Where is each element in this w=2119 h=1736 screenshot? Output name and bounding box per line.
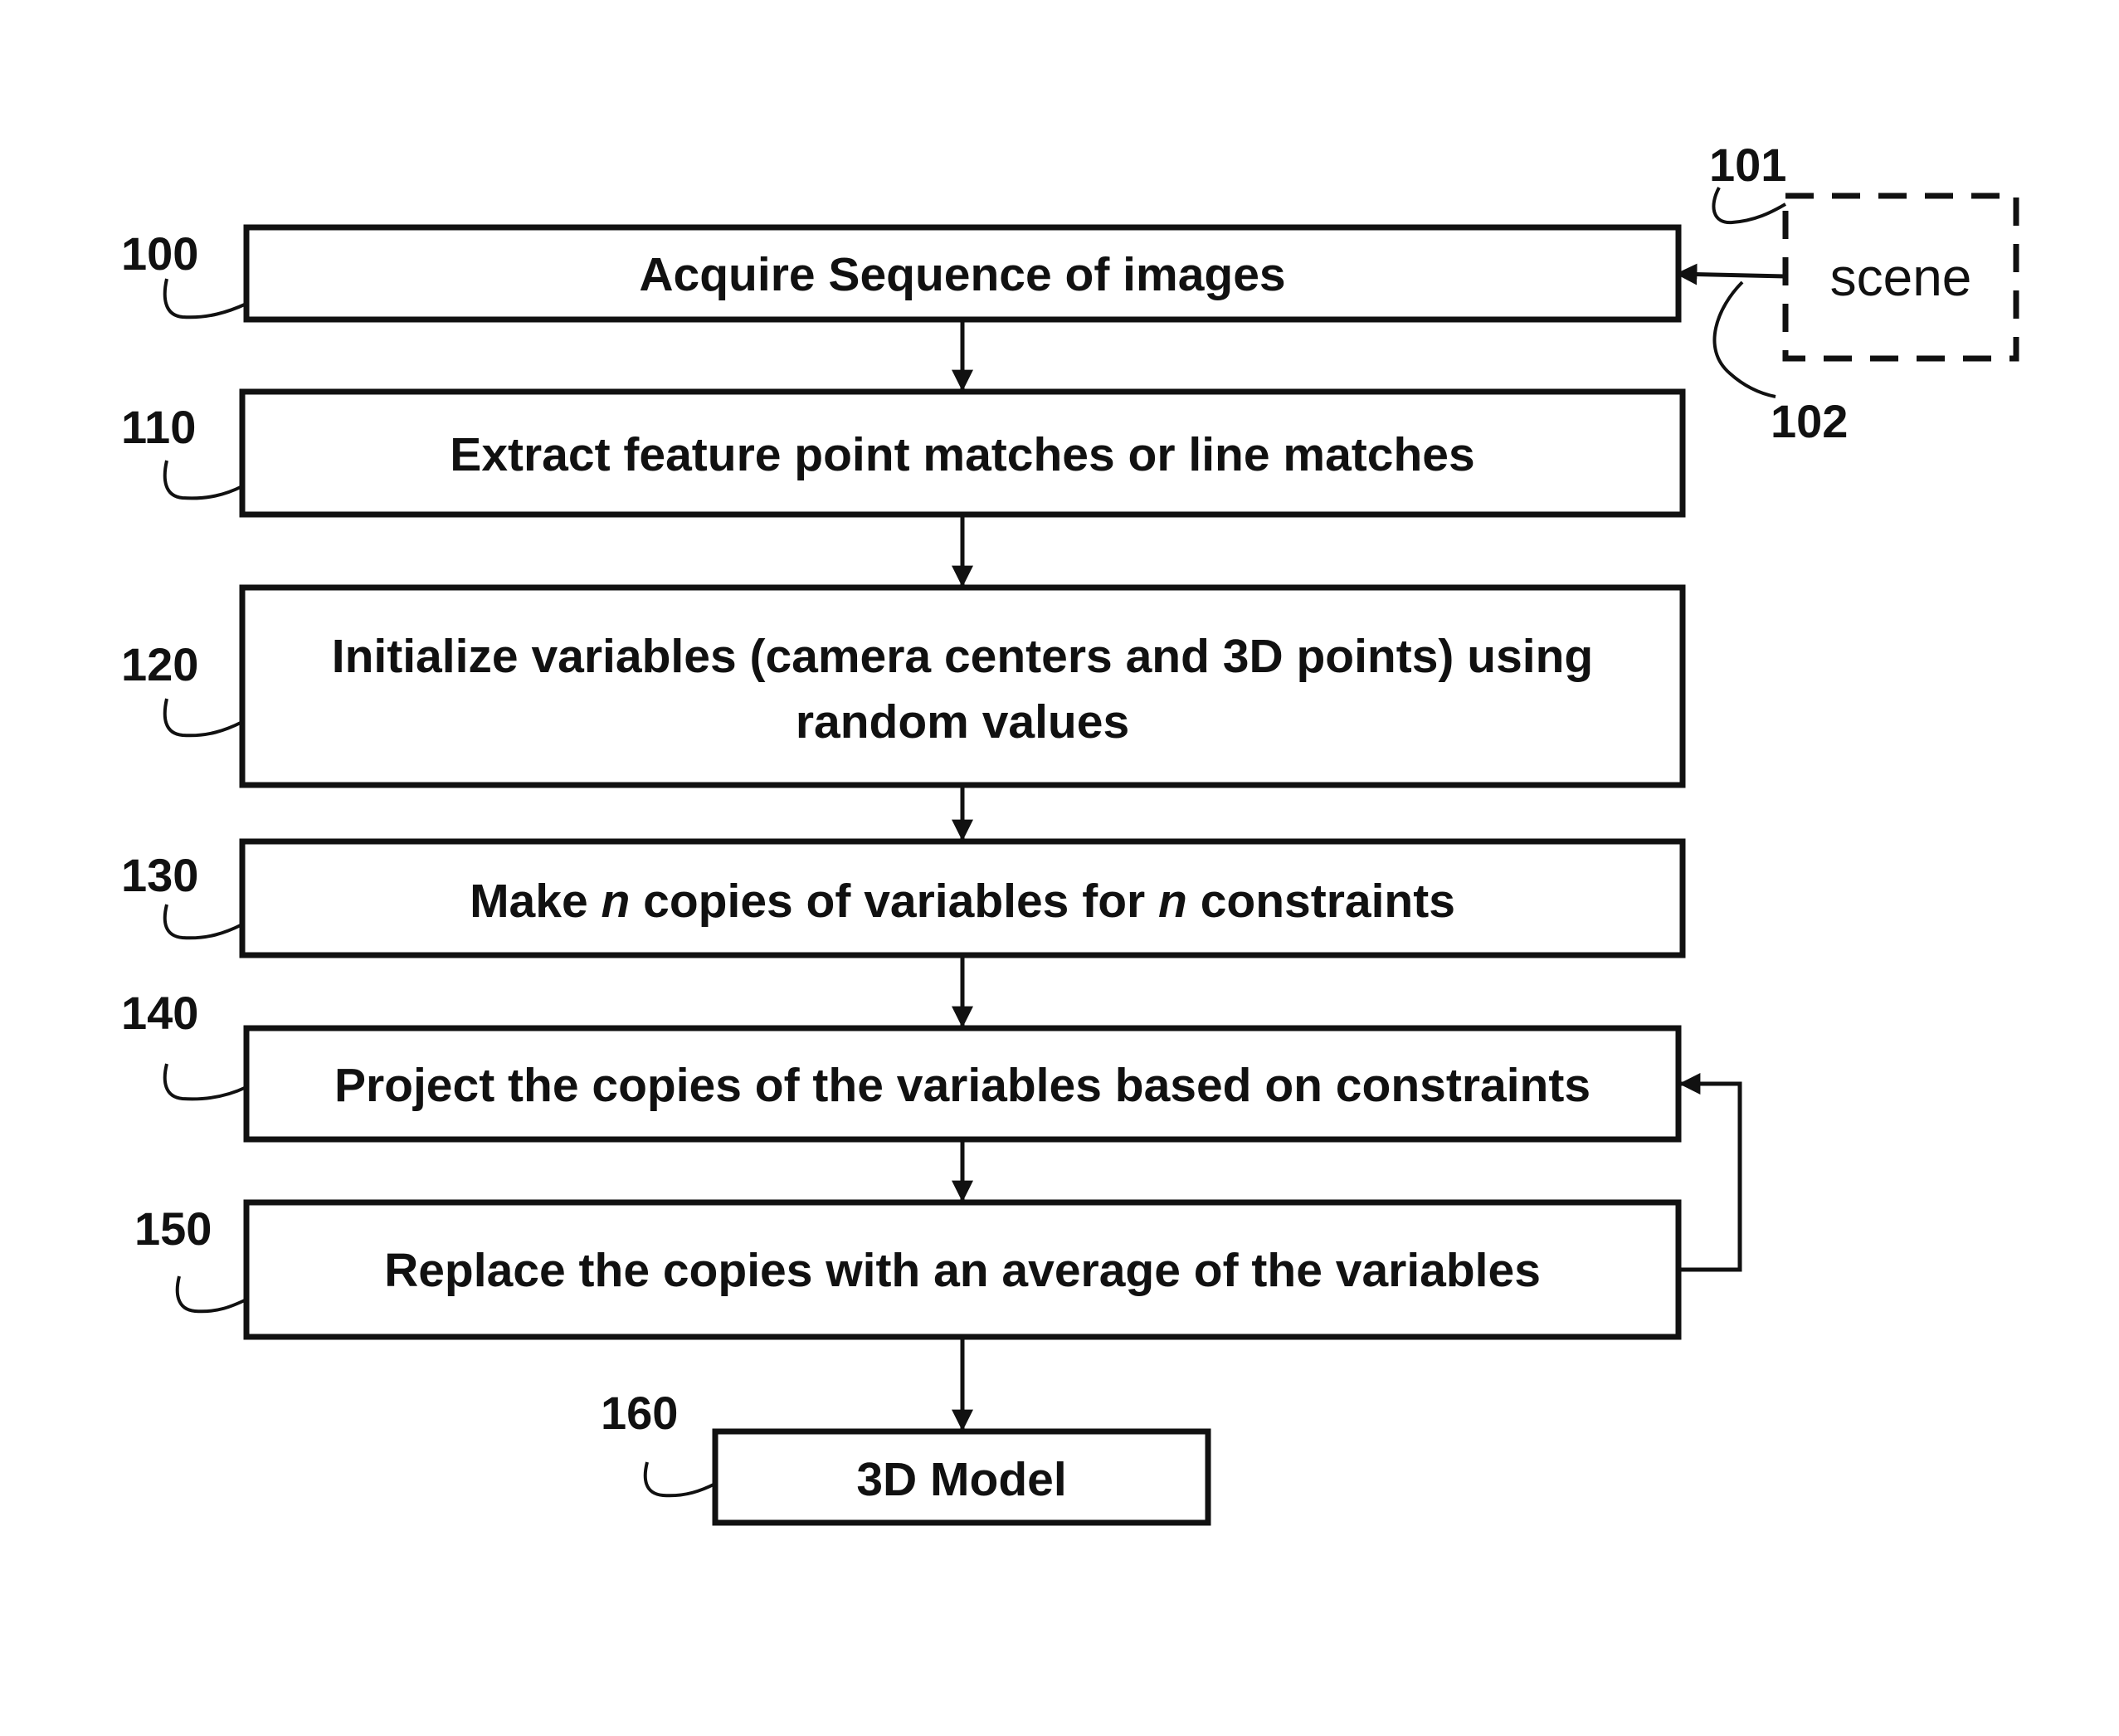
ref-label-150: 150 bbox=[134, 1202, 212, 1255]
scene-label: scene bbox=[1830, 247, 1972, 307]
step-text-130-n1: n bbox=[601, 875, 630, 928]
step-text-100: Acquire Sequence of images bbox=[639, 248, 1285, 301]
ref-label-160: 160 bbox=[601, 1387, 678, 1439]
ref-label-101: 101 bbox=[1709, 139, 1786, 191]
leader-140 bbox=[165, 1064, 246, 1099]
ref-label-140: 140 bbox=[121, 987, 198, 1039]
step-text-150: Replace the copies with an average of th… bbox=[384, 1244, 1541, 1297]
ref-label-130: 130 bbox=[121, 849, 198, 901]
step-text-130: Make n copies of variables for n constra… bbox=[470, 875, 1455, 928]
ref-label-110: 110 bbox=[121, 401, 196, 453]
leader-150 bbox=[178, 1276, 246, 1311]
leader-101 bbox=[1713, 188, 1785, 222]
leader-160 bbox=[645, 1462, 715, 1495]
step-text-130-part3: constraints bbox=[1187, 875, 1455, 928]
step-text-160: 3D Model bbox=[856, 1453, 1066, 1506]
step-text-130-n2: n bbox=[1158, 875, 1187, 928]
arrow-scene-to-100 bbox=[1678, 274, 1785, 276]
step-text-140: Project the copies of the variables base… bbox=[334, 1059, 1590, 1112]
step-text-130-part2: copies of variables for bbox=[630, 875, 1158, 928]
leader-100 bbox=[165, 279, 246, 317]
step-box-120 bbox=[242, 588, 1683, 785]
ref-label-102: 102 bbox=[1771, 395, 1848, 447]
leader-120 bbox=[165, 699, 242, 735]
step-text-130-part1: Make bbox=[470, 875, 601, 928]
arrow-loop-150-to-140 bbox=[1678, 1084, 1740, 1270]
step-text-120-line2: random values bbox=[796, 695, 1129, 749]
ref-label-100: 100 bbox=[121, 227, 198, 280]
step-text-110: Extract feature point matches or line ma… bbox=[450, 428, 1474, 481]
ref-label-120: 120 bbox=[121, 638, 198, 690]
leader-130 bbox=[165, 905, 242, 938]
step-text-120-line1: Initialize variables (camera centers and… bbox=[332, 630, 1594, 683]
leader-110 bbox=[165, 461, 242, 498]
scene-node: scene bbox=[1785, 196, 2016, 358]
leader-102 bbox=[1714, 282, 1776, 397]
